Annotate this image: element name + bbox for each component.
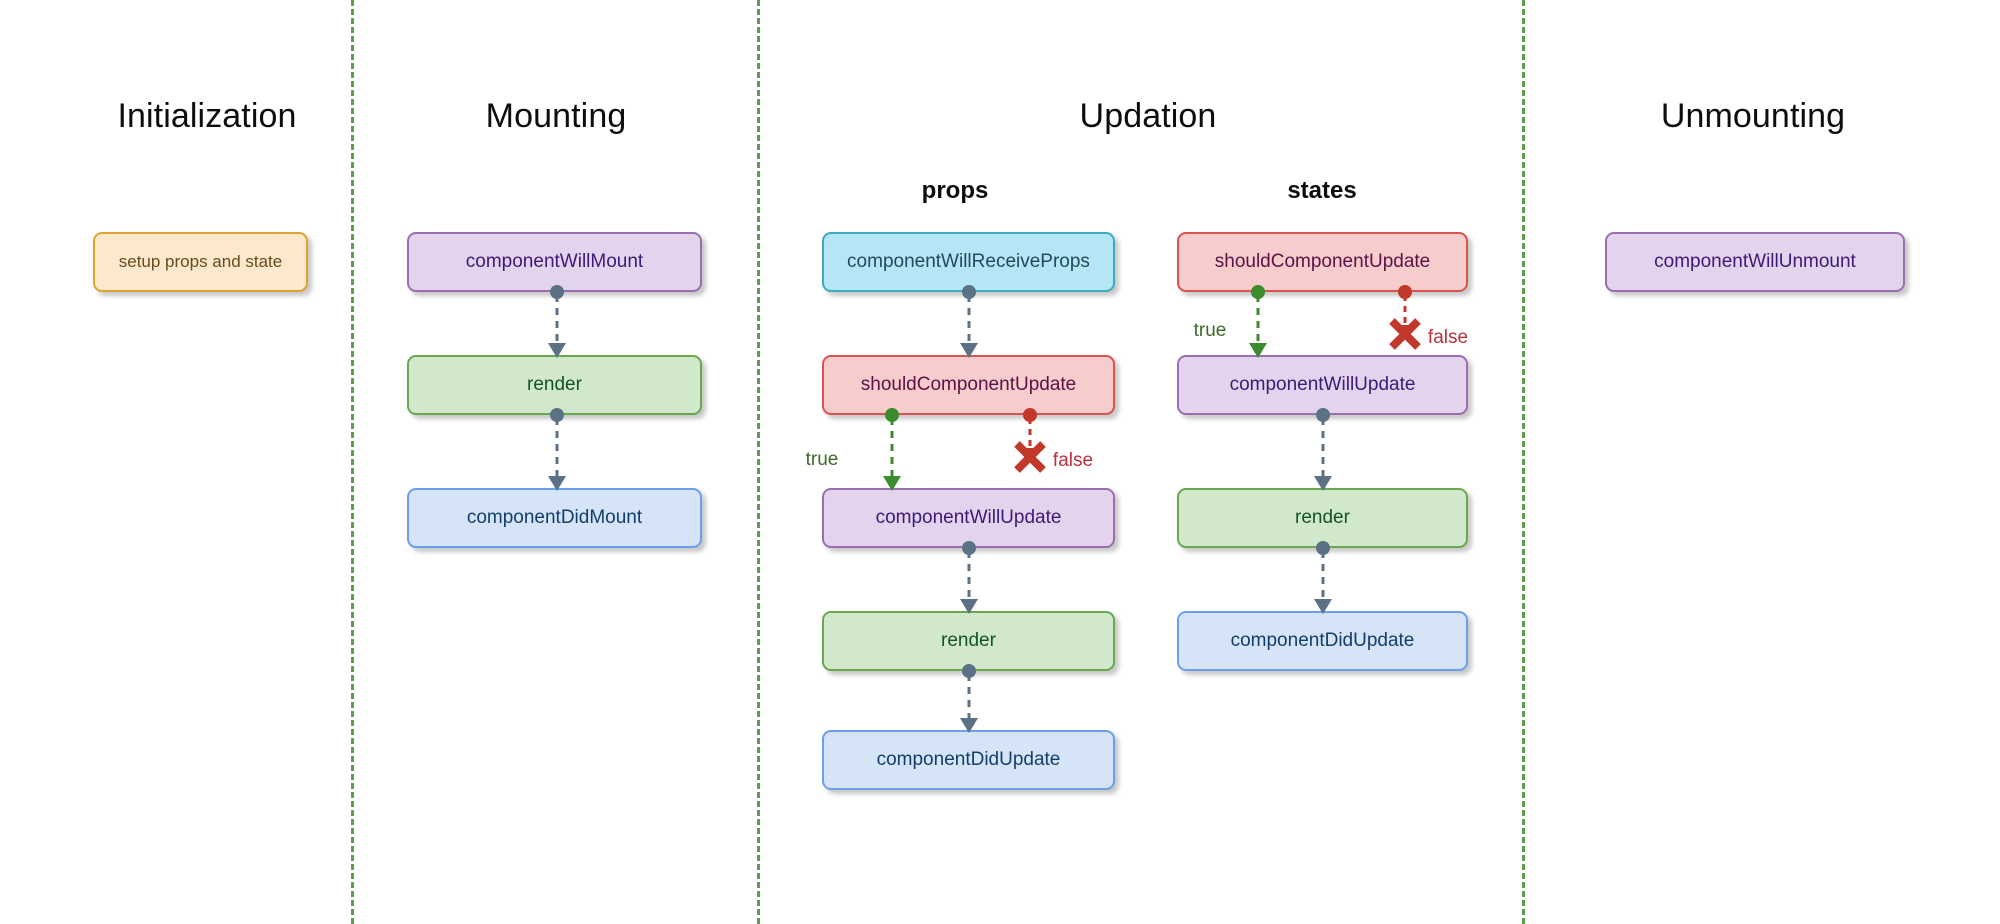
phase-title-updation: Updation bbox=[1079, 97, 1217, 135]
node-component-did-mount[interactable]: componentDidMount bbox=[407, 488, 702, 548]
branch-label-states-true: true bbox=[1193, 320, 1227, 341]
phase-title-unmounting: Unmounting bbox=[1660, 97, 1846, 135]
connector-states-render-didupdate bbox=[1314, 541, 1332, 614]
connector-states-willupdate-render bbox=[1314, 408, 1332, 491]
subcolumn-title-states: states bbox=[1287, 177, 1357, 204]
node-component-will-unmount[interactable]: componentWillUnmount bbox=[1605, 232, 1905, 292]
connector-props-willupdate-render bbox=[960, 541, 978, 614]
node-setup-props-and-state[interactable]: setup props and state bbox=[93, 232, 308, 292]
subcolumn-title-props: props bbox=[921, 177, 989, 204]
node-states-should-component-update[interactable]: shouldComponentUpdate bbox=[1177, 232, 1468, 292]
node-states-render[interactable]: render bbox=[1177, 488, 1468, 548]
node-mounting-render[interactable]: render bbox=[407, 355, 702, 415]
phase-title-initialization: Initialization bbox=[117, 97, 297, 135]
node-props-render[interactable]: render bbox=[822, 611, 1115, 671]
node-component-will-receive-props[interactable]: componentWillReceiveProps bbox=[822, 232, 1115, 292]
branch-label-props-false: false bbox=[1052, 450, 1094, 471]
node-states-component-did-update[interactable]: componentDidUpdate bbox=[1177, 611, 1468, 671]
connector-mounting-willmount-render bbox=[548, 285, 566, 358]
branch-label-states-false: false bbox=[1427, 327, 1469, 348]
node-props-component-will-update[interactable]: componentWillUpdate bbox=[822, 488, 1115, 548]
node-props-should-component-update[interactable]: shouldComponentUpdate bbox=[822, 355, 1115, 415]
connector-states-shouldupdate-true bbox=[1249, 285, 1267, 358]
node-states-component-will-update[interactable]: componentWillUpdate bbox=[1177, 355, 1468, 415]
divider-mounting-updation bbox=[757, 0, 760, 924]
connector-mounting-render-didmount bbox=[548, 408, 566, 491]
phase-title-mounting: Mounting bbox=[485, 97, 627, 135]
branch-label-props-true: true bbox=[805, 449, 839, 470]
node-component-will-mount[interactable]: componentWillMount bbox=[407, 232, 702, 292]
connector-props-receiveprops-shouldupdate bbox=[960, 285, 978, 358]
divider-updation-unmounting bbox=[1522, 0, 1525, 924]
divider-initialization-mounting bbox=[351, 0, 354, 924]
node-props-component-did-update[interactable]: componentDidUpdate bbox=[822, 730, 1115, 790]
connector-props-shouldupdate-true bbox=[883, 408, 901, 491]
